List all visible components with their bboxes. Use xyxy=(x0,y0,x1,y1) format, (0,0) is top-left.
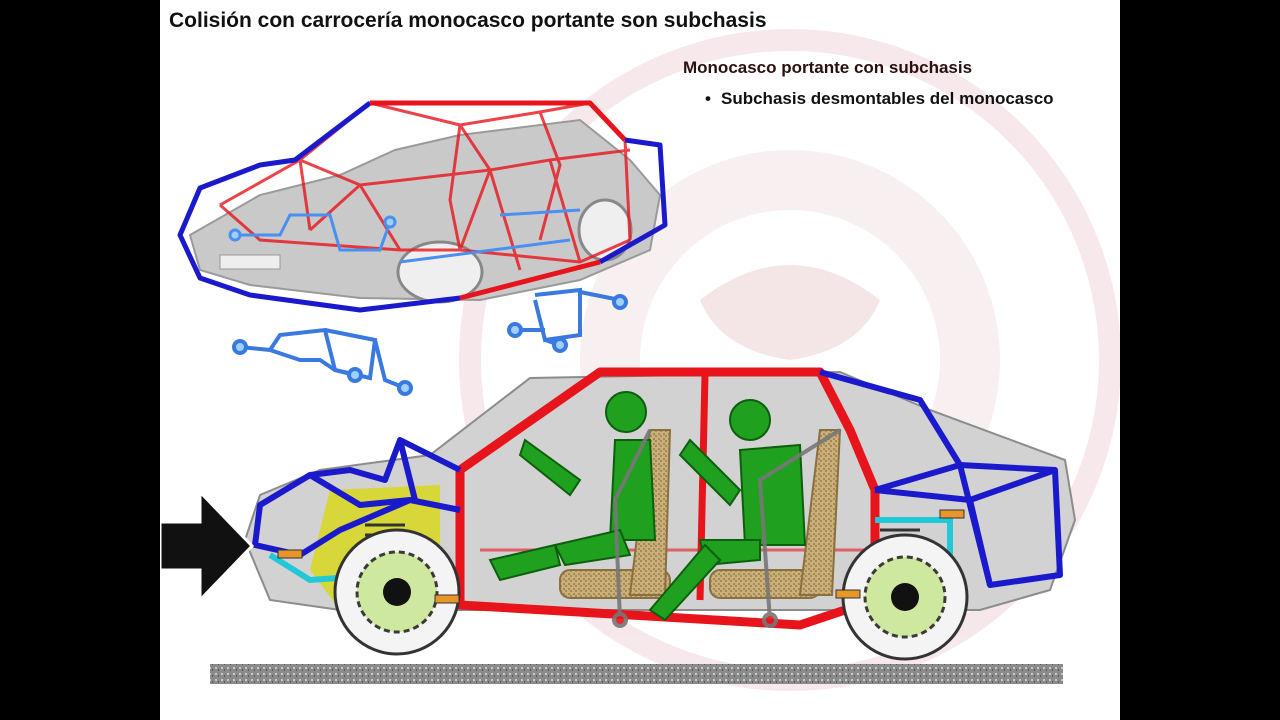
lower-car-side-section xyxy=(160,367,1077,684)
bullet-item: • Subchasis desmontables del monocasco xyxy=(705,89,1054,109)
slide: Colisión con carrocería monocasco portan… xyxy=(160,0,1120,720)
wheel-icon xyxy=(333,528,461,656)
diagram-illustration xyxy=(160,29,1120,691)
right-arrow-icon xyxy=(160,488,255,604)
seat-frames xyxy=(612,428,842,628)
dampers xyxy=(277,509,965,604)
wheel-icon xyxy=(841,533,969,661)
slide-subtitle: Monocasco portante con subchasis xyxy=(683,58,973,77)
upper-car-perspective xyxy=(177,100,668,396)
detached-front-subframe xyxy=(232,327,413,396)
crash-dummies xyxy=(488,391,807,622)
upper-car-body xyxy=(188,118,662,302)
seats xyxy=(559,429,842,599)
bullet-text: Subchasis desmontables del monocasco xyxy=(721,89,1054,108)
rear-subframe xyxy=(819,369,1063,588)
bullet-glyph: • xyxy=(705,89,711,108)
upper-inner-subframes xyxy=(228,208,581,264)
detached-rear-subframe xyxy=(507,287,628,353)
upper-subframe-outline xyxy=(177,100,668,313)
ground-strip xyxy=(210,664,1063,684)
slide-title: Colisión con carrocería monocasco portan… xyxy=(169,9,767,32)
front-subframe xyxy=(252,437,462,558)
